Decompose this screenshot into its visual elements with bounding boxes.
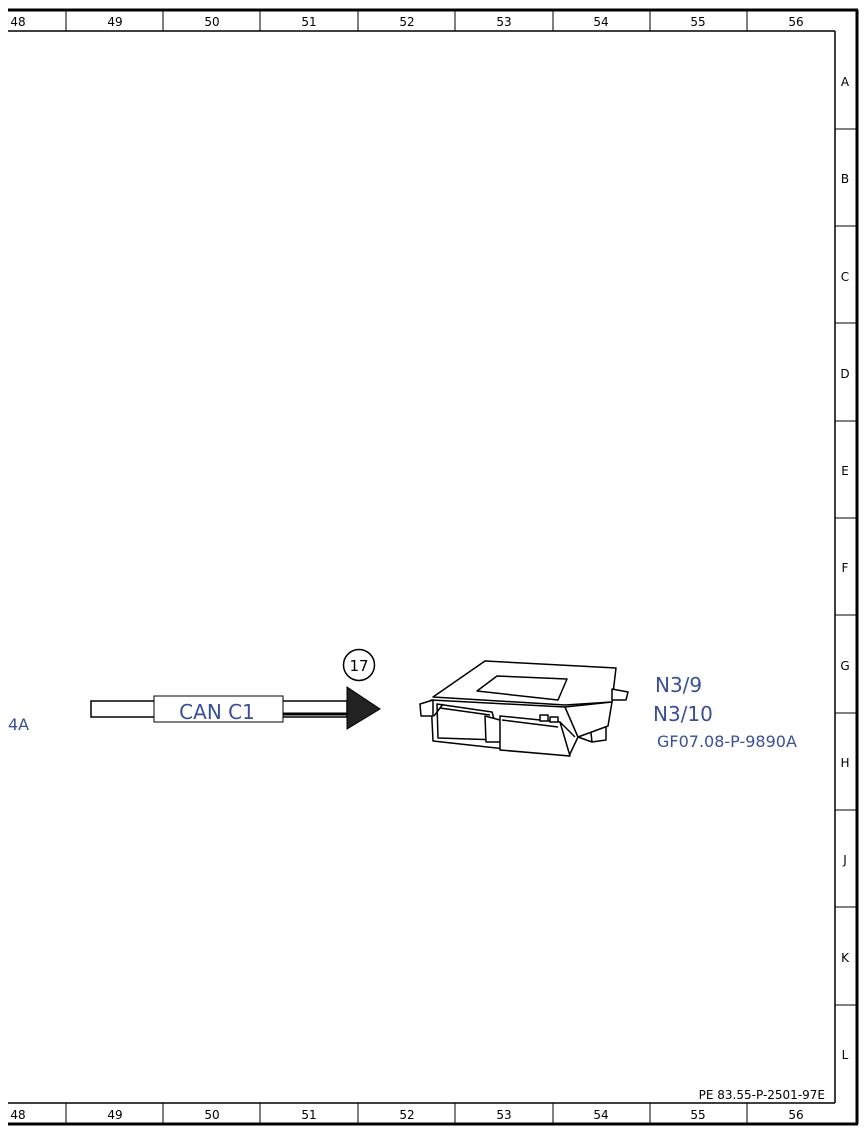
col-label-49-top: 49 (107, 15, 122, 29)
sheet-frame (8, 8, 859, 1126)
can-bus-label-box (153, 695, 284, 723)
col-label-54-top: 54 (593, 15, 608, 29)
callout-17: 17 (342, 648, 376, 682)
col-label-52-bottom: 52 (399, 1108, 414, 1122)
col-label-51-top: 51 (301, 15, 316, 29)
can-bus-label[interactable]: CAN C1 (179, 700, 255, 724)
col-label-56-bottom: 56 (788, 1108, 803, 1122)
col-label-55-bottom: 55 (690, 1108, 705, 1122)
row-label-l: L (842, 1048, 849, 1062)
row-label-e: E (841, 464, 849, 478)
row-label-d: D (840, 367, 849, 381)
arrow-right-icon (346, 686, 381, 730)
col-label-50-top: 50 (204, 15, 219, 29)
col-label-50-bottom: 50 (204, 1108, 219, 1122)
row-label-j: J (842, 853, 847, 867)
column-labels-bottom: 48 49 50 51 52 53 54 55 56 (10, 1108, 803, 1122)
col-label-55-top: 55 (690, 15, 705, 29)
row-label-k: K (841, 951, 850, 965)
col-label-48-bottom: 48 (10, 1108, 25, 1122)
col-label-49-bottom: 49 (107, 1108, 122, 1122)
callout-number: 17 (349, 657, 368, 675)
left-cross-reference[interactable]: 4A (8, 715, 29, 734)
row-separators (835, 128, 857, 1006)
col-label-54-bottom: 54 (593, 1108, 608, 1122)
footer-document-reference: PE 83.55-P-2501-97E (699, 1088, 825, 1102)
col-label-52-top: 52 (399, 15, 414, 29)
row-label-c: C (841, 270, 849, 284)
component-label-n3-9[interactable]: N3/9 (655, 673, 702, 697)
row-label-g: G (840, 659, 849, 673)
row-label-a: A (841, 75, 850, 89)
control-module-icon (419, 660, 629, 757)
column-separators (65, 10, 748, 1124)
column-labels-top: 48 49 50 51 52 53 54 55 56 (10, 15, 803, 29)
col-label-56-top: 56 (788, 15, 803, 29)
col-label-51-bottom: 51 (301, 1108, 316, 1122)
component-label-n3-10[interactable]: N3/10 (653, 702, 713, 726)
col-label-53-bottom: 53 (496, 1108, 511, 1122)
row-labels: A B C D E F G H J K L (840, 75, 850, 1062)
col-label-53-top: 53 (496, 15, 511, 29)
row-label-f: F (842, 561, 849, 575)
component-doc-reference[interactable]: GF07.08-P-9890A (657, 732, 797, 751)
row-label-h: H (840, 756, 849, 770)
row-label-b: B (841, 172, 849, 186)
col-label-48-top: 48 (10, 15, 25, 29)
